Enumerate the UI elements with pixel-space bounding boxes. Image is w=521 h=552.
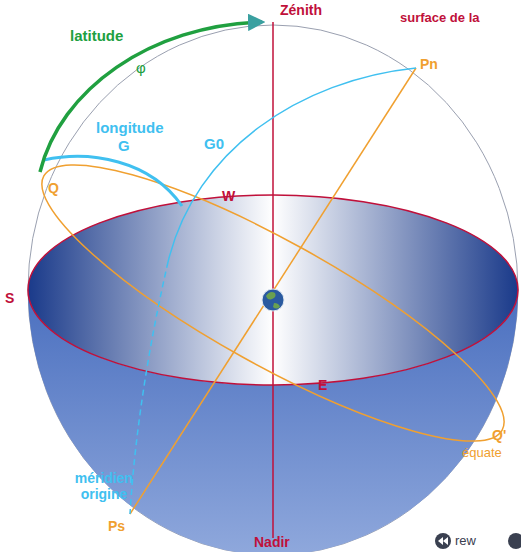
earth-icon bbox=[262, 289, 284, 311]
rewind-icon bbox=[438, 537, 448, 545]
vertical-line bbox=[272, 22, 274, 538]
earth-land bbox=[266, 292, 280, 309]
label: latitude bbox=[70, 28, 123, 44]
label: méridien origine bbox=[64, 470, 144, 502]
label: équate bbox=[462, 445, 502, 461]
label: φ bbox=[136, 60, 146, 76]
earth-outline bbox=[262, 289, 284, 311]
label: S bbox=[5, 290, 14, 306]
label: Q bbox=[48, 180, 59, 196]
local-meridian bbox=[168, 68, 416, 262]
label: Zénith bbox=[280, 2, 322, 18]
label: Pn bbox=[420, 56, 438, 72]
next-button bbox=[508, 533, 521, 549]
label: Q' bbox=[492, 427, 506, 443]
longitude-arc bbox=[44, 156, 182, 206]
label: Nadir bbox=[254, 534, 290, 550]
label: Ps bbox=[108, 518, 125, 534]
origin-meridian bbox=[130, 262, 168, 514]
rewind-button bbox=[435, 533, 451, 549]
label: rew bbox=[455, 533, 476, 549]
label: G0 bbox=[204, 136, 224, 152]
label: E bbox=[318, 377, 327, 393]
label: G bbox=[118, 138, 130, 154]
label: W bbox=[222, 188, 235, 204]
celestial-equator bbox=[14, 122, 521, 484]
latitude-arc bbox=[40, 22, 262, 172]
label: surface de la bbox=[400, 10, 480, 26]
polar-axis bbox=[130, 68, 416, 514]
label: longitude bbox=[96, 120, 164, 136]
